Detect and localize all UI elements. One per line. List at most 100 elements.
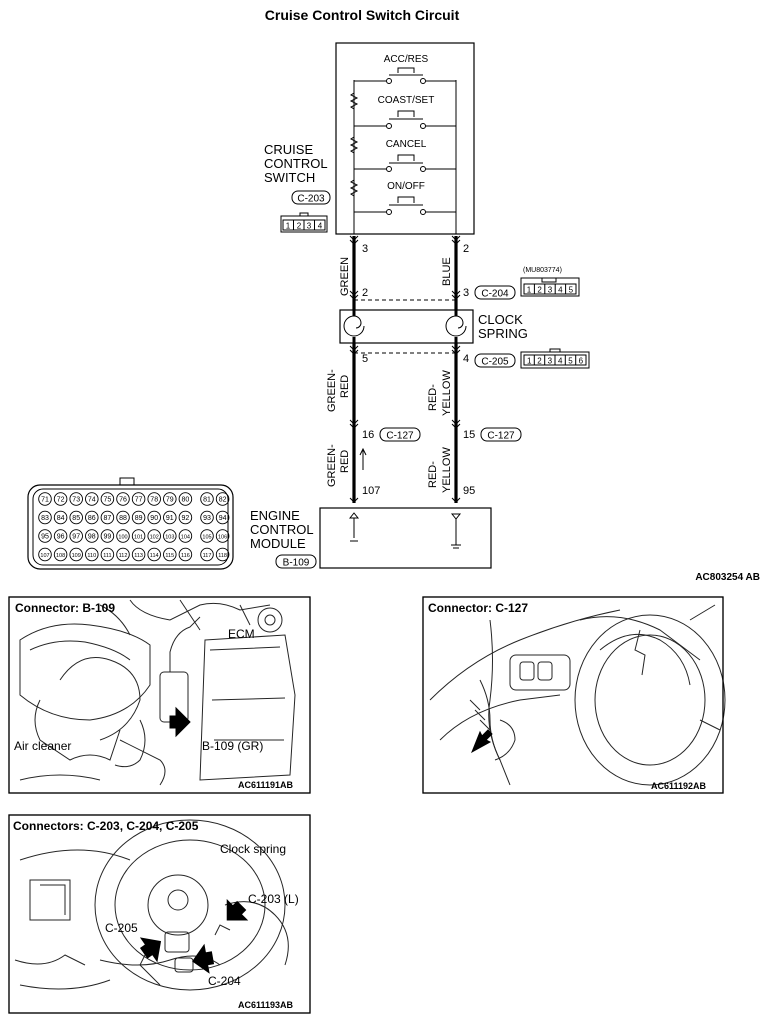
ecm-pin-circle <box>69 510 83 525</box>
wire-color-green-red-1a: GREEN- <box>326 369 338 412</box>
panel-c203-c204-label: C-204 <box>208 974 241 988</box>
ecm-pin-number: 110 <box>87 553 96 559</box>
clock-spring-label-line2: SPRING <box>478 326 528 341</box>
ecm-pin-number: 108 <box>56 553 65 559</box>
c203-tag <box>291 190 331 205</box>
contact-cancel-label: CANCEL <box>386 139 427 150</box>
ecm-pin-number: 77 <box>135 496 143 503</box>
ecm-pin-circle <box>53 510 68 525</box>
ecm-pin-circle <box>163 529 177 543</box>
switch-label-line3: SWITCH <box>264 170 315 185</box>
cruise-control-switch: ACC/RES COAST/SET CANCEL ON/OFF <box>335 42 475 235</box>
ecm-pin-number: 96 <box>57 533 65 540</box>
ecm-label-line2: CONTROL <box>250 522 314 537</box>
ecm-pin-circle <box>178 510 193 525</box>
b109-tag-label: B-109 <box>283 558 310 569</box>
ecm-pin-number: 92 <box>182 515 190 522</box>
ecm-pin-circle <box>53 529 68 543</box>
ecm-pin-circle <box>215 547 230 562</box>
ecm-pin-circle <box>147 492 161 506</box>
clock-spring <box>339 309 474 344</box>
ecm-pin-circle <box>53 492 68 506</box>
ecm-pin-number: 95 <box>41 533 49 540</box>
ecm-pin-number: 100 <box>118 534 127 540</box>
panel-b109-title: Connector: B-109 <box>15 601 115 615</box>
c205-pin-5: 5 <box>568 357 573 366</box>
c203-arrow-icon <box>226 898 249 921</box>
wire-color-green-red-2a: GREEN- <box>326 444 338 487</box>
panel-c127-title: Connector: C-127 <box>428 601 528 615</box>
panel-b109-ecm-label: ECM <box>228 627 255 641</box>
ecm-pin-number: 80 <box>182 496 190 503</box>
c204-pin-4: 4 <box>558 286 563 295</box>
wire-color-green: GREEN <box>339 257 351 296</box>
wire-color-red-yellow-2b: YELLOW <box>441 447 453 493</box>
ecm-pin-circle <box>85 529 99 543</box>
ecm-pin-circle <box>100 510 115 525</box>
ecm-pin-circle <box>116 492 130 506</box>
ecm-pin-circle <box>215 529 230 543</box>
c205-pin-box: 1 2 3 4 5 6 <box>520 348 590 369</box>
diagram-code: AC803254 AB <box>695 572 760 583</box>
panel-c127 <box>422 596 726 794</box>
ecm-pin-number: 89 <box>135 515 143 522</box>
panel-b109 <box>8 596 311 794</box>
ecm-pin-number: 86 <box>88 515 96 522</box>
ecm-pin-circle <box>215 492 230 506</box>
panel-c203-clock-spring-label: Clock spring <box>220 842 286 856</box>
ecm-pin-number: 104 <box>181 534 190 540</box>
pin-ecm-right: 95 <box>463 485 475 497</box>
ecm-pin-circle <box>200 529 214 543</box>
ecm-pin-number: 116 <box>181 553 190 559</box>
panel-b109-code: AC611191AB <box>238 780 294 790</box>
c204-tag <box>474 285 516 300</box>
ecm-pin-circle <box>178 492 193 506</box>
ecm-pin-circle <box>85 547 99 562</box>
wire-color-green-red-1b: RED <box>339 375 351 398</box>
ecm-pin-circle <box>131 547 146 562</box>
engine-control-module <box>319 507 492 569</box>
ecm-pin-number: 103 <box>165 534 174 540</box>
ecm-pin-circle <box>147 510 161 525</box>
ecm-pin-number: 90 <box>150 515 158 522</box>
ecm-pin-circle <box>69 529 83 543</box>
ecm-pin-circle <box>116 547 130 562</box>
wire-color-red-yellow-1a: RED- <box>427 384 439 411</box>
contact-coast-set-label: COAST/SET <box>378 95 435 106</box>
arrow-up-icon <box>359 447 367 470</box>
pin-c127-right: 15 <box>463 429 475 441</box>
c205-pin-4: 4 <box>558 357 563 366</box>
ecm-pin-circle <box>38 529 52 543</box>
ecm-pin-number: 84 <box>57 515 65 522</box>
ecm-pin-circle <box>163 492 177 506</box>
ecm-pin-number: 94 <box>219 515 227 522</box>
wire-color-red-yellow-1b: YELLOW <box>441 370 453 416</box>
wire-color-blue: BLUE <box>441 257 453 286</box>
ecm-pin-number: 78 <box>150 496 158 503</box>
b109-tag <box>275 554 317 569</box>
ecm-pin-circle <box>85 492 99 506</box>
wire-color-green-red-2b: RED <box>339 450 351 473</box>
c203-pin-2: 2 <box>297 222 302 231</box>
c204-pin-1: 1 <box>527 286 532 295</box>
ecm-pin-number: 114 <box>150 553 159 559</box>
panel-c203-c203-label: C-203 (L) <box>248 892 299 906</box>
ecm-pin-circle <box>147 547 161 562</box>
ecm-pin-number: 82 <box>219 496 227 503</box>
ecm-pin-number: 107 <box>40 553 49 559</box>
ecm-pin-number: 73 <box>72 496 80 503</box>
pin-c204-right: 3 <box>463 287 469 299</box>
c205-pin-6: 6 <box>579 357 584 366</box>
c127-arrow-icon <box>471 729 493 754</box>
ecm-pin-circle <box>131 529 146 543</box>
ecm-label-line3: MODULE <box>250 536 306 551</box>
ecm-pin-circle <box>100 492 115 506</box>
ecm-pin-number: 88 <box>119 515 127 522</box>
panel-c203-code: AC611193AB <box>238 1000 294 1010</box>
c205-tag <box>474 353 516 368</box>
ecm-pin-number: 93 <box>203 515 211 522</box>
ecm-pin-number: 81 <box>203 496 211 503</box>
pin-c205-left: 5 <box>362 353 368 365</box>
diagram-title: Cruise Control Switch Circuit <box>265 7 460 23</box>
